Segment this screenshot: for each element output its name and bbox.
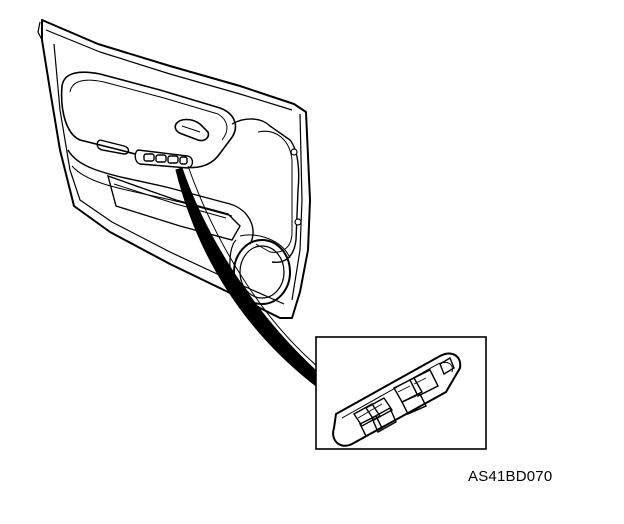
courtesy-lamp [96,139,130,155]
figure-code-label: AS41BD070 [468,468,553,485]
detail-leader-edge [187,165,325,373]
detail-view [315,336,487,450]
door-trim-panel [37,19,311,319]
inner-door-handle [174,118,210,142]
power-window-switch [134,149,194,169]
power-window-switch-enlarged [332,352,462,447]
door-pocket [106,174,241,241]
trim-screw [290,148,302,226]
